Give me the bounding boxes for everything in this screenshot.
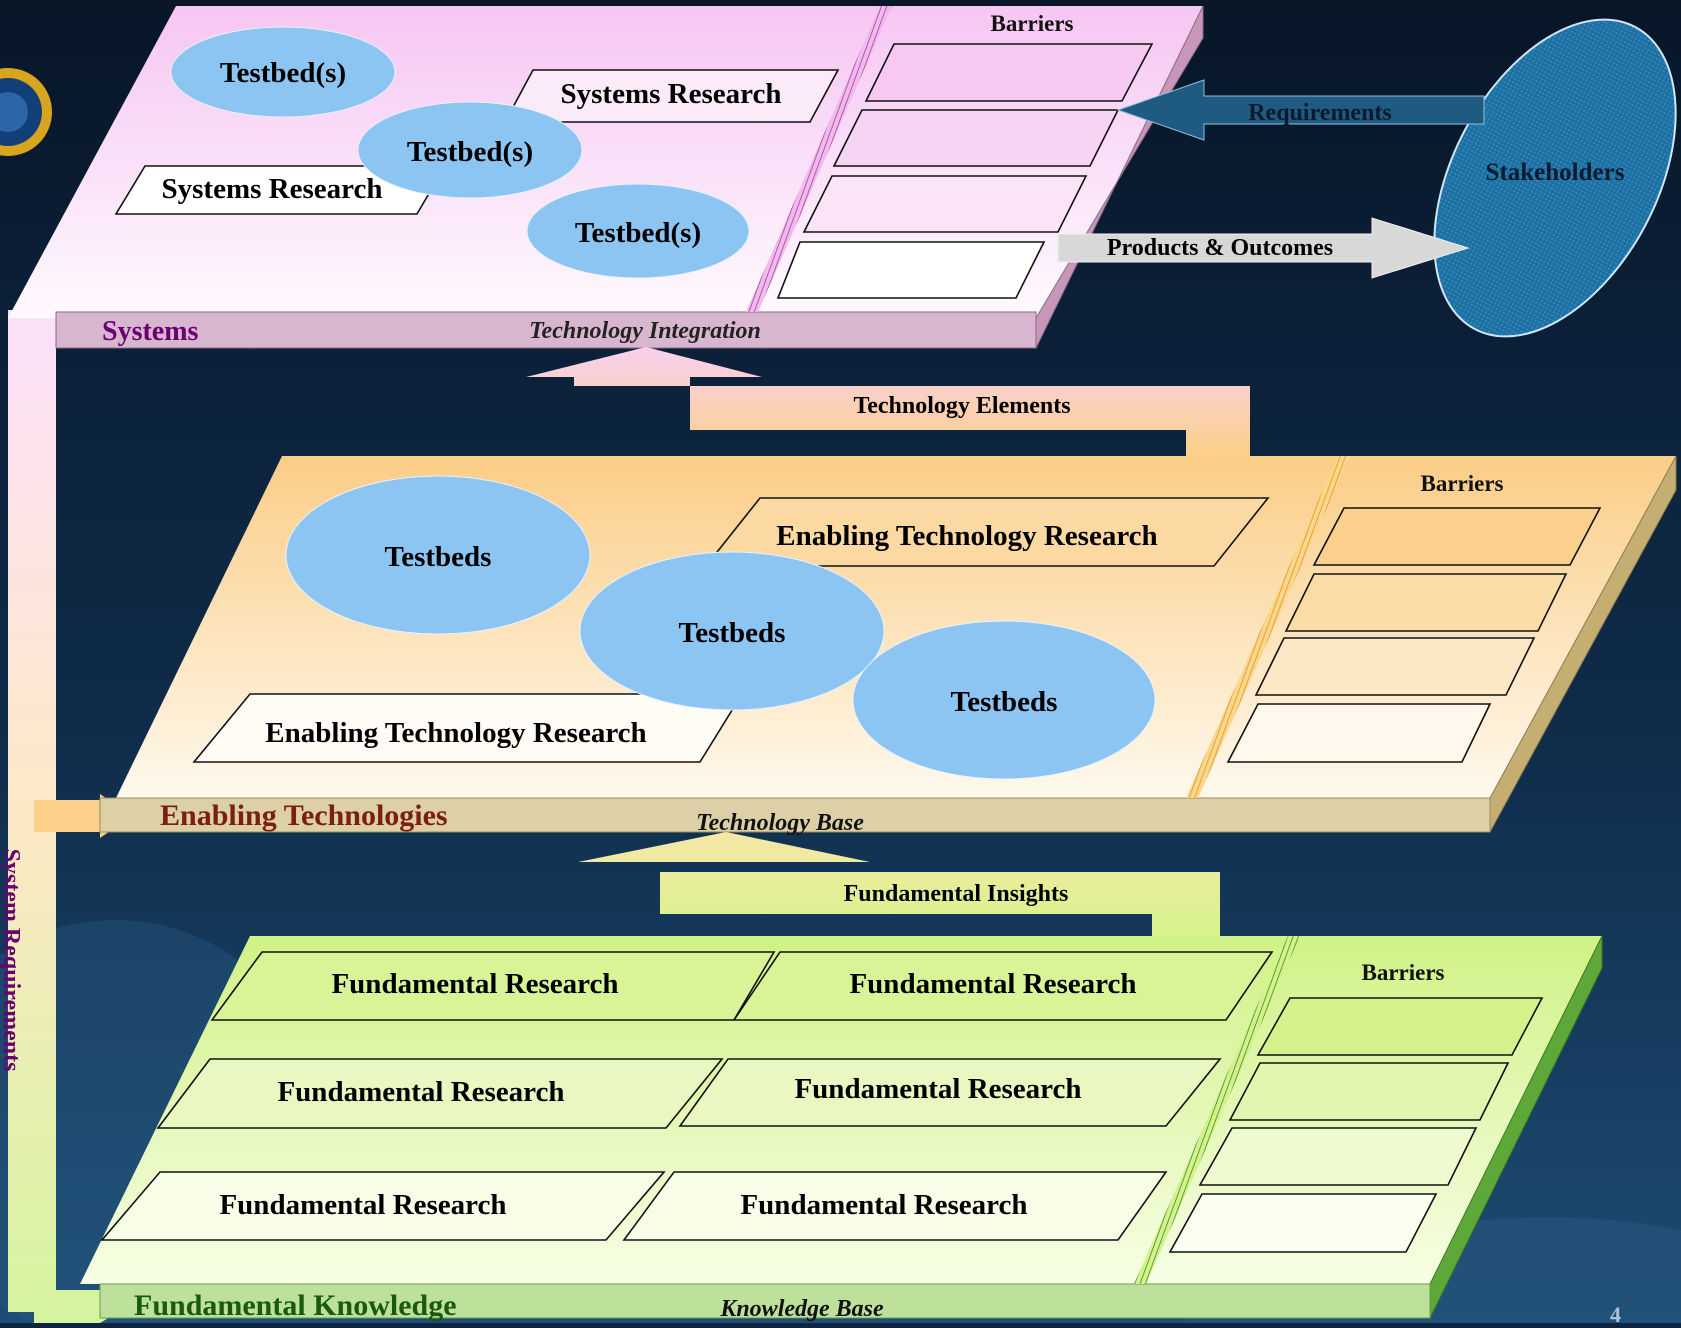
systems-base-label: Technology Integration <box>529 318 761 344</box>
enabling-barriers-title: Barriers <box>1420 471 1503 496</box>
research-box <box>678 1058 1222 1127</box>
barrier-box <box>1254 637 1536 696</box>
research-box <box>100 1171 666 1241</box>
fundamental-layer-title: Fundamental Knowledge <box>134 1289 457 1322</box>
research-box <box>704 497 1270 567</box>
research-box-label: Fundamental Research <box>740 1189 1027 1221</box>
research-box-label: Fundamental Research <box>849 968 1136 1000</box>
barrier-box <box>802 175 1088 233</box>
system-requirements-arrow: System Requirements <box>0 310 132 1323</box>
enabling-front-edge <box>99 797 1491 833</box>
agency-seal-icon <box>0 68 52 156</box>
systems-barriers-title: Barriers <box>990 11 1073 36</box>
fundamental-insights-arrow: Fundamental Insights <box>578 832 1220 936</box>
requirements-arrow: Requirements <box>1116 79 1485 141</box>
barrier-box <box>1284 573 1568 632</box>
requirements-label: Requirements <box>1248 100 1392 126</box>
barrier-box <box>1256 997 1544 1056</box>
enabling-layer: Enabling Technologies Technology Base Ba… <box>99 455 1677 836</box>
barrier-box <box>1226 703 1492 763</box>
barrier-box <box>1228 1062 1510 1121</box>
barrier-box <box>864 43 1154 102</box>
research-box <box>114 165 447 215</box>
systems-front-edge <box>55 311 1037 349</box>
testbed-label: Testbed(s) <box>220 57 346 89</box>
fundamental-layer: Fundamental Knowledge Knowledge Base Bar… <box>80 935 1603 1322</box>
fundamental-barrier-boxes <box>1168 997 1544 1253</box>
systems-barrier-boxes <box>776 43 1154 299</box>
testbed-ellipse <box>285 475 591 635</box>
barrier-box <box>1312 507 1602 566</box>
stakeholders-group: Stakeholders <box>1433 18 1677 338</box>
enabling-layer-title: Enabling Technologies <box>160 799 448 832</box>
testbed-label: Testbed(s) <box>407 136 533 168</box>
barrier-box <box>776 241 1046 299</box>
fundamental-base-label: Knowledge Base <box>719 1296 884 1322</box>
systems-layer-title: Systems <box>102 316 199 347</box>
testbed-label: Testbeds <box>679 617 786 649</box>
research-box-label: Enabling Technology Research <box>265 717 646 749</box>
testbed-ellipse <box>170 26 396 118</box>
testbed-label: Testbeds <box>951 686 1058 718</box>
technology-elements-label: Technology Elements <box>853 393 1070 419</box>
enabling-base-label: Technology Base <box>696 810 864 836</box>
testbed-ellipse <box>357 101 583 199</box>
research-box-label: Fundamental Research <box>219 1189 506 1221</box>
research-box-label: Systems Research <box>162 173 383 205</box>
fundamental-barrier-divider <box>1134 936 1300 1284</box>
research-box-label: Fundamental Research <box>277 1076 564 1108</box>
research-box <box>503 69 840 123</box>
research-box-label: Fundamental Research <box>794 1073 1081 1105</box>
technology-elements-arrow: Technology Elements <box>526 347 1250 456</box>
fundamental-research-grid: Fundamental Research Fundamental Researc… <box>100 951 1274 1241</box>
research-box <box>622 1171 1168 1241</box>
page-number: 4 <box>1610 1302 1621 1323</box>
fundamental-front-edge <box>99 1283 1431 1319</box>
system-requirements-label: System Requirements <box>0 849 24 1072</box>
barrier-box <box>1198 1127 1478 1186</box>
testbed-ellipse <box>526 183 750 279</box>
research-box-label: Enabling Technology Research <box>776 520 1157 552</box>
barrier-box <box>1168 1193 1438 1253</box>
fundamental-barriers-title: Barriers <box>1361 960 1444 985</box>
stakeholders-label: Stakeholders <box>1486 159 1625 186</box>
systems-layer: Systems Technology Integration Barriers … <box>8 5 1204 349</box>
research-box <box>732 951 1274 1021</box>
products-outcomes-arrow: Products & Outcomes <box>1057 217 1470 279</box>
research-box-label: Fundamental Research <box>331 968 618 1000</box>
testbed-ellipse <box>852 620 1156 780</box>
enabling-barrier-boxes <box>1226 507 1602 763</box>
testbed-label: Testbed(s) <box>575 217 701 249</box>
research-box <box>192 693 744 763</box>
research-box <box>156 1058 724 1129</box>
fundamental-insights-label: Fundamental Insights <box>844 881 1069 907</box>
barrier-box <box>832 109 1120 167</box>
stakeholders-ellipse <box>1433 18 1677 338</box>
enabling-barrier-divider <box>1186 456 1350 798</box>
research-box-label: Systems Research <box>561 78 782 110</box>
systems-barrier-divider <box>746 6 892 312</box>
testbed-label: Testbeds <box>385 541 492 573</box>
products-outcomes-label: Products & Outcomes <box>1107 235 1333 261</box>
testbed-ellipse <box>579 551 885 711</box>
